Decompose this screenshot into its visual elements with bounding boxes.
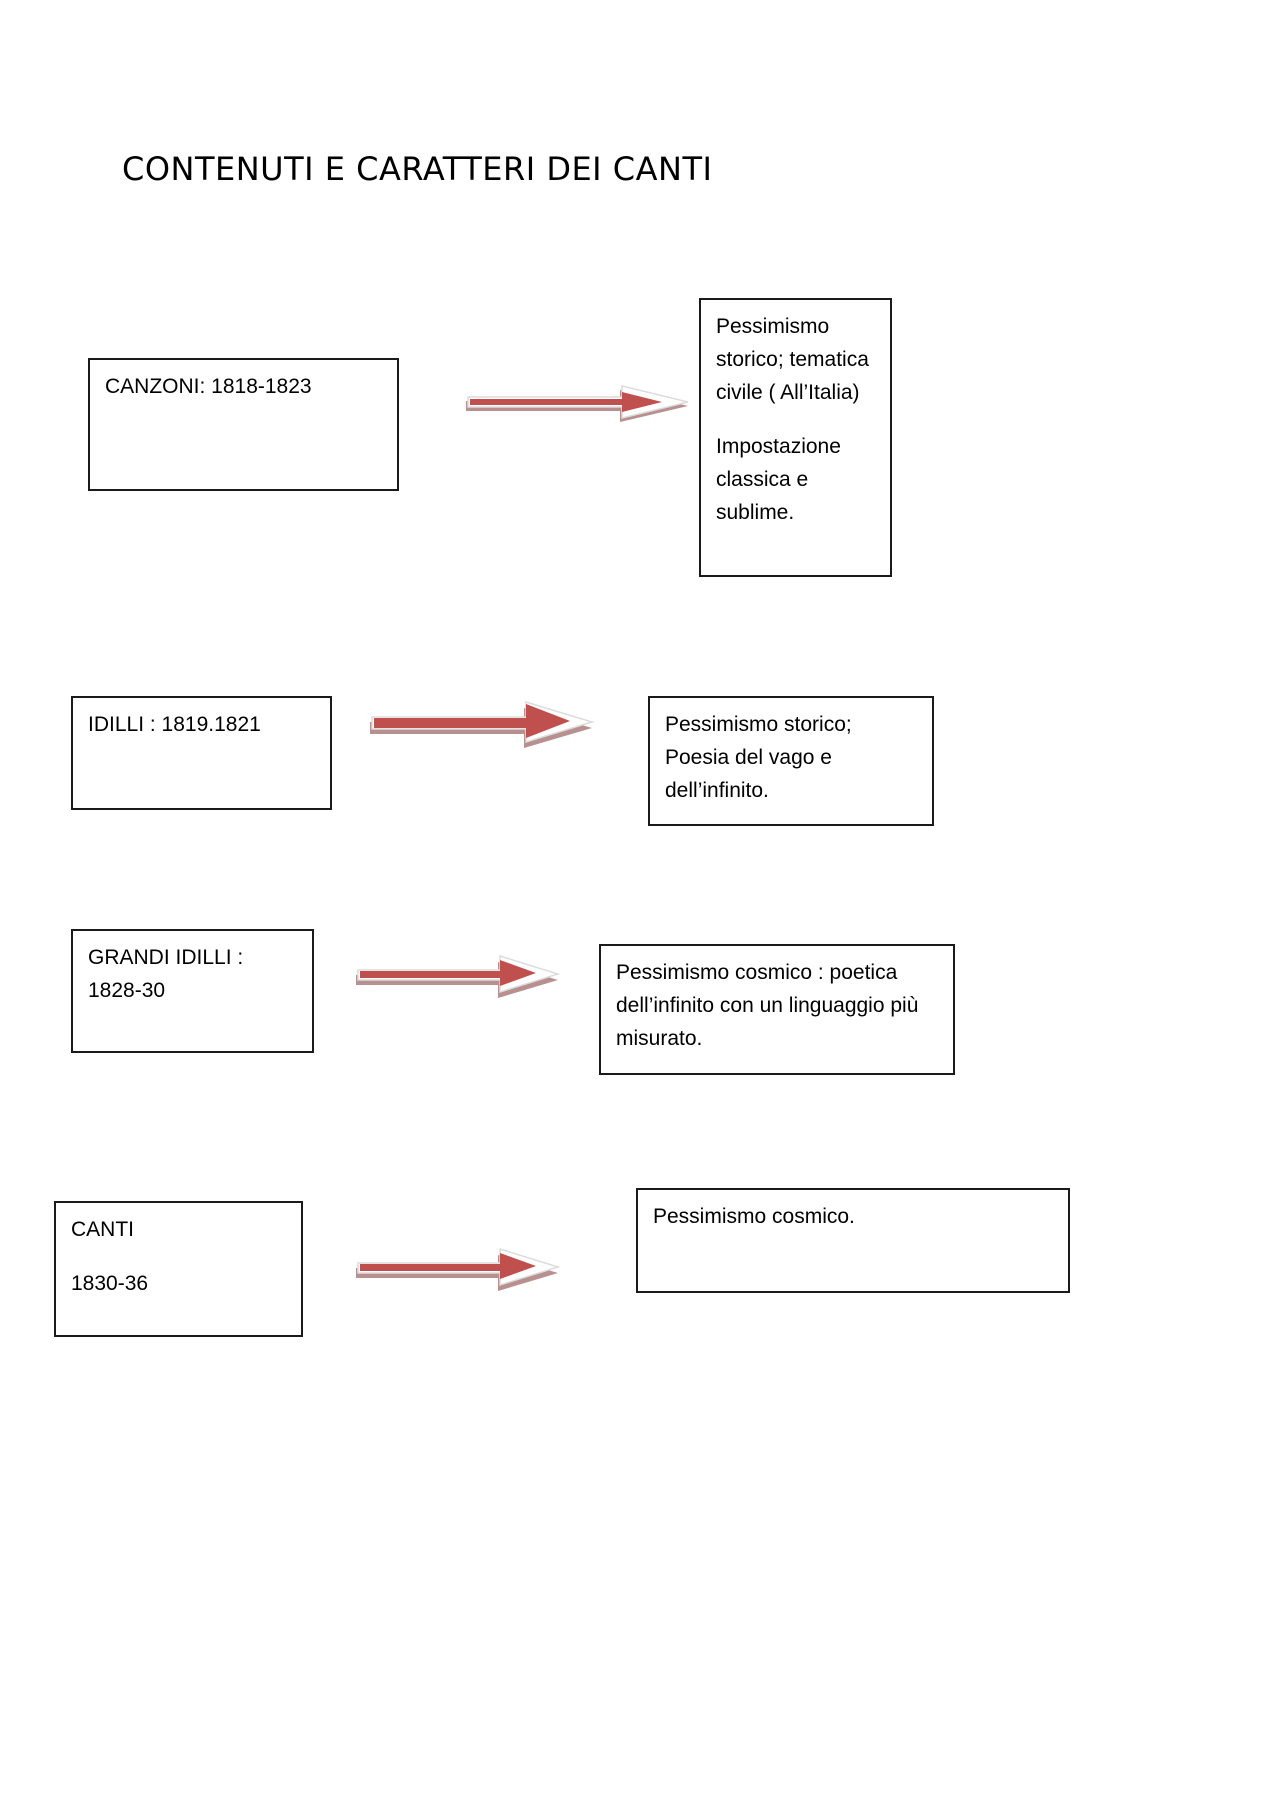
period-box-idilli: IDILLI : 1819.1821 <box>71 696 332 810</box>
description-text: Impostazione classica e sublime. <box>716 435 841 524</box>
period-label: GRANDI IDILLI : 1828-30 <box>88 946 244 1002</box>
description-text: Pessimismo cosmico. <box>653 1205 855 1228</box>
description-box-canti: Pessimismo cosmico. <box>636 1188 1070 1293</box>
description-box-idilli: Pessimismo storico; Poesia del vago e de… <box>648 696 934 826</box>
period-label: CANZONI: 1818-1823 <box>105 375 312 398</box>
description-text: Pessimismo cosmico : poetica dell’infini… <box>616 961 919 1050</box>
period-label: IDILLI : 1819.1821 <box>88 713 261 736</box>
arrow-right-icon <box>356 1247 561 1291</box>
period-box-canzoni: CANZONI: 1818-1823 <box>88 358 399 491</box>
arrow-fill <box>360 1253 536 1279</box>
arrow-right-icon <box>356 954 561 998</box>
description-box-canzoni: Pessimismo storico; tematica civile ( Al… <box>699 298 892 577</box>
arrow-fill <box>360 960 536 986</box>
arrow-right-icon <box>370 700 595 748</box>
description-text: Pessimismo storico; Poesia del vago e de… <box>665 713 852 802</box>
arrow-fill <box>374 704 570 738</box>
description-text: Pessimismo storico; tematica civile ( Al… <box>716 315 869 404</box>
arrow-fill <box>470 392 662 412</box>
period-label: CANTI <box>71 1218 134 1241</box>
arrow-right-icon <box>466 385 689 422</box>
period-label: 1830-36 <box>71 1272 149 1295</box>
period-box-canti: CANTI 1830-36 <box>54 1201 303 1337</box>
description-box-grandi-idilli: Pessimismo cosmico : poetica dell’infini… <box>599 944 955 1075</box>
period-box-grandi-idilli: GRANDI IDILLI : 1828-30 <box>71 929 314 1053</box>
page-title: CONTENUTI E CARATTERI DEI CANTI <box>122 150 713 188</box>
